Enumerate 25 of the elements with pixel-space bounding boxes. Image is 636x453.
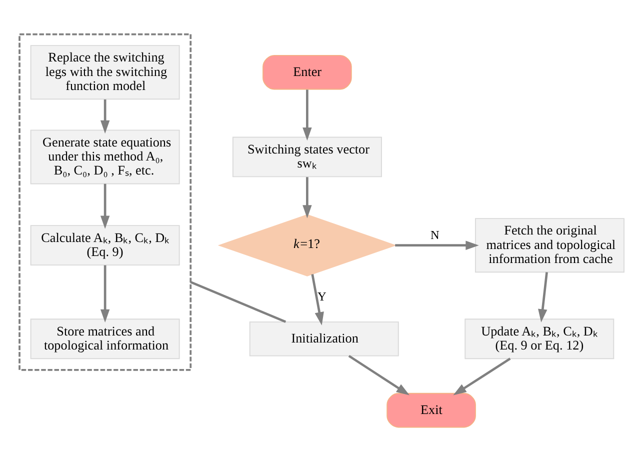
node-box: Fetch the original matrices and topological information from cache [475, 218, 624, 272]
node-box: Enter [262, 54, 352, 90]
node-box: Store matrices and topological information [30, 318, 180, 359]
connector [190, 280, 286, 322]
arrow [453, 357, 511, 395]
edge-label: Y [318, 289, 326, 304]
cluster [18, 32, 192, 370]
node-diamond: k=1? [218, 214, 397, 276]
arrow [348, 354, 410, 395]
node-box: Exit [386, 392, 476, 428]
arrow [302, 89, 312, 140]
arrow [302, 176, 312, 218]
node-box: Generate state equations under this method A₀, B₀, C₀, D₀ , Fₛ, etc. [30, 129, 180, 184]
arrow [395, 240, 479, 250]
arrow [100, 183, 110, 228]
arrow [538, 272, 548, 322]
node-box: Switching states vector swₖ [232, 136, 382, 177]
node-box: Replace the switching legs with the switching function model [30, 44, 180, 100]
node-box: Initialization [249, 320, 399, 356]
edge-label: N [430, 228, 440, 242]
node-box: Calculate Aₖ, Bₖ, Cₖ, Dₖ (Eq. 9) [30, 224, 180, 266]
arrow [100, 264, 110, 322]
arrow [311, 274, 324, 325]
node-box: Update Aₖ, Bₖ, Cₖ, Dₖ (Eq. 9 or Eq. 12) [464, 318, 614, 359]
arrow [100, 98, 110, 134]
